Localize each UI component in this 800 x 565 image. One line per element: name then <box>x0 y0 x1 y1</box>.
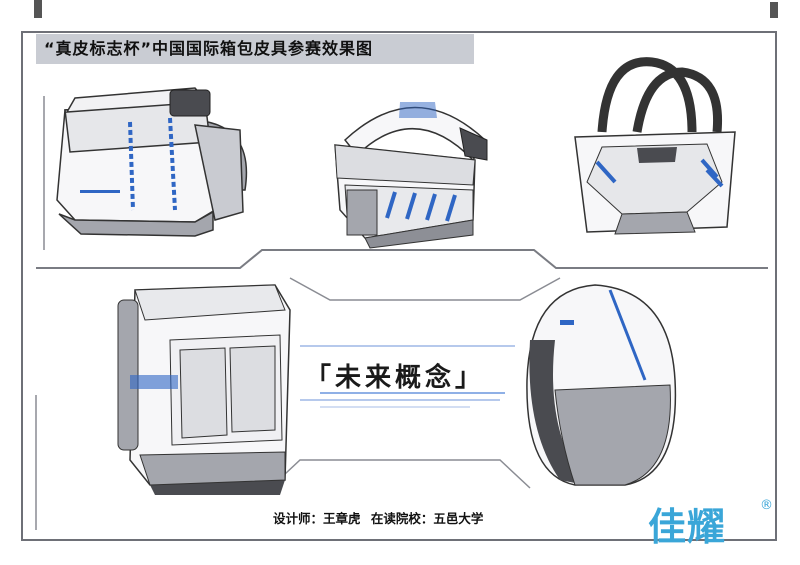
title-banner: “真皮标志杯”中国国际箱包皮具参赛效果图 <box>36 34 474 64</box>
credits: 设计师：王章虎 在读院校：五邑大学 <box>273 508 489 527</box>
watermark-text: 佳耀 <box>648 505 727 549</box>
tote-bag-icon <box>574 57 736 235</box>
concept-title: 「未来概念」 <box>305 363 486 393</box>
sheet-title: “真皮标志杯”中国国际箱包皮具参赛效果图 <box>44 39 374 58</box>
designer-credit: 设计师：王章虎 <box>273 511 361 526</box>
sling-bag-icon <box>334 102 488 249</box>
hiking-backpack-icon <box>117 284 291 495</box>
round-backpack-icon <box>526 284 677 486</box>
school-credit: 在读院校：五邑大学 <box>370 511 484 526</box>
messenger-bag-icon <box>56 87 248 237</box>
registered-mark: ® <box>760 498 773 513</box>
